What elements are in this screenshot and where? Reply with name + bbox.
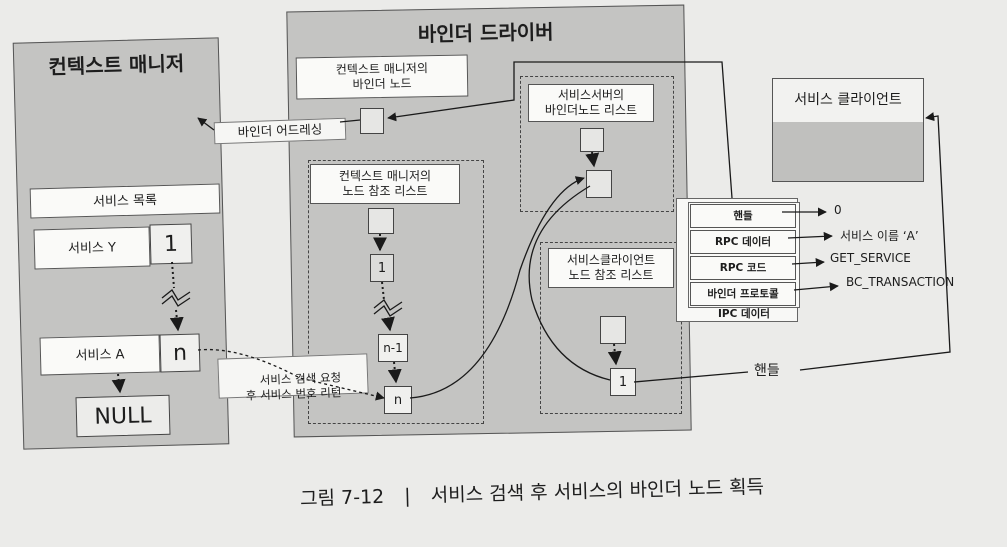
n-to-server-arrow (409, 176, 585, 399)
ipc-row-1: RPC 데이터 (690, 230, 796, 254)
caption-figure-number: 그림 7-12 (299, 485, 385, 511)
cm-binder-node (360, 108, 384, 134)
ipc-row-3: 바인더 프로토콜 (690, 282, 796, 306)
cm-ref-node-1: 1 (370, 254, 394, 282)
a-to-null-dotted (111, 373, 126, 394)
ipc-row-0: 핸들 (690, 204, 796, 228)
ipc-row-value: GET_SERVICE (830, 251, 911, 265)
ipc-row-label: RPC 코드 (719, 261, 767, 274)
server-node-top (580, 128, 604, 152)
client-top-to-1-dotted (607, 343, 622, 366)
ipc-row-label: RPC 데이터 (714, 235, 772, 248)
client-ref-list-region (540, 242, 682, 414)
ipc-row-value: 0 (834, 203, 842, 217)
lookup-dashed-line (197, 348, 385, 401)
server-node-a (586, 170, 612, 198)
client-ref-node-1: 1 (610, 368, 636, 396)
handle-return-line (633, 116, 951, 383)
cm-ref-node-n: n (384, 386, 412, 414)
cm-ref-node-top (368, 208, 394, 234)
ref-n1-to-n-dotted (387, 361, 402, 384)
service-client-box: 서비스 클라이언트 (772, 78, 924, 182)
addressing-arrow (198, 118, 361, 131)
ipc-row-label: 핸들 (733, 209, 753, 222)
client-to-driver-line (387, 61, 733, 199)
client-to-server-arrow (528, 185, 611, 381)
cm-ref-list-text: 컨텍스트 매니저의 노드 참조 리스트 (338, 169, 432, 198)
y-to-a-dotted (172, 261, 178, 330)
server-node-list-text: 서비스서버의 바인더노드 리스트 (544, 88, 638, 117)
ipc-row-label: 바인더 프로토콜 (707, 287, 779, 300)
handle-return-label: 핸들 (750, 360, 784, 380)
server-node-list-label: 서비스서버의 바인더노드 리스트 (528, 84, 654, 122)
ipc-row-2: RPC 코드 (690, 256, 796, 280)
client-ref-list-text: 서비스클라이언트 노드 참조 리스트 (566, 253, 656, 282)
cm-ref-list-region (308, 160, 484, 424)
ipc-row-value: 서비스 이름 ‘A’ (840, 229, 919, 243)
ref-1-to-n1-dotted (382, 281, 390, 330)
server-node-list-region (520, 76, 674, 212)
server-top-to-a-dotted (585, 151, 600, 168)
client-ref-node-top (600, 316, 626, 344)
client-ref-list-label: 서비스클라이언트 노드 참조 리스트 (548, 248, 674, 288)
ipc-data-title: IPC 데이터 (718, 308, 770, 320)
cm-ref-list-label: 컨텍스트 매니저의 노드 참조 리스트 (310, 164, 460, 204)
caption-separator: | (403, 485, 411, 508)
ipc-row-value: BC_TRANSACTION (846, 275, 955, 289)
service-client-title: 서비스 클라이언트 (794, 92, 902, 108)
